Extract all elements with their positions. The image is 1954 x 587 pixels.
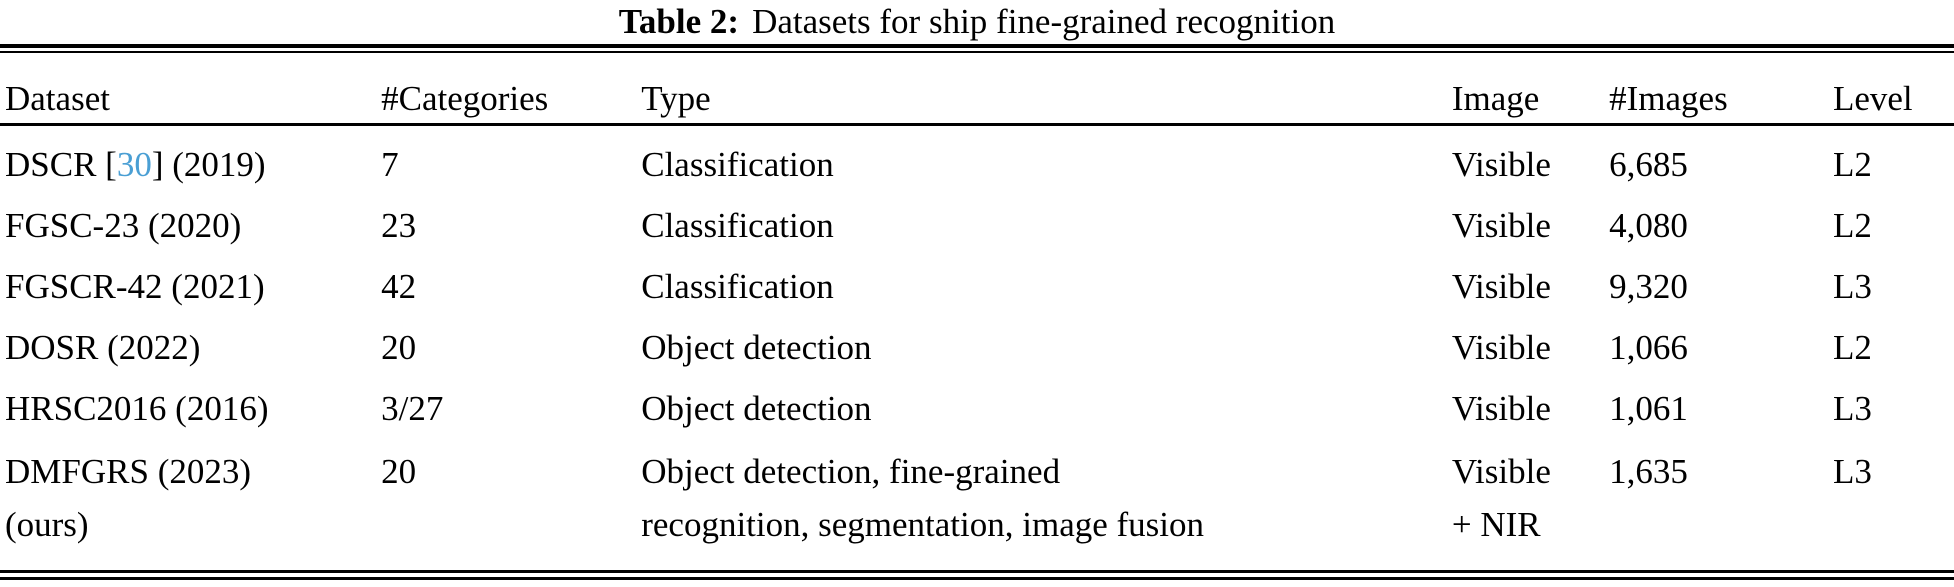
- cell-image: Visible: [1451, 267, 1551, 306]
- column-header-image: Image: [1451, 79, 1540, 118]
- cell-level: L2: [1832, 328, 1872, 367]
- cell-type: Object detection: [641, 328, 872, 367]
- cell-level: L3: [1832, 389, 1872, 428]
- cell-dataset: HRSC2016 (2016): [5, 389, 269, 428]
- cell-type: Object detection, fine-grained recogniti…: [641, 445, 1452, 551]
- dataset-name-line-1: DMFGRS (2023): [5, 452, 252, 491]
- cell-categories: 7: [381, 145, 399, 184]
- table-top-rule-lower: [0, 51, 1954, 53]
- table-row: HRSC2016 (2016) 3/27 Object detection Vi…: [0, 384, 1954, 445]
- type-line-2: recognition, segmentation, image fusion: [641, 505, 1205, 544]
- cell-images: 1,061: [1609, 389, 1688, 428]
- cell-images: 1,066: [1609, 328, 1688, 367]
- table-caption-label: Table 2:: [618, 2, 740, 41]
- table-caption-text: Datasets for ship fine-grained recogniti…: [752, 2, 1336, 41]
- table-row: DMFGRS (2023) (ours) 20 Object detection…: [0, 445, 1954, 551]
- cell-image: Visible: [1451, 206, 1551, 245]
- cell-level: L3: [1832, 452, 1872, 491]
- table-header: Dataset #Categories Type Image #Images L…: [0, 74, 1954, 123]
- cell-type: Object detection: [641, 389, 872, 428]
- dataset-name-suffix: ] (2019): [151, 145, 266, 184]
- table-bottom-rule-lower: [0, 577, 1954, 580]
- table-row: DSCR [30] (2019) 7 Classification Visibl…: [0, 140, 1954, 201]
- table-header-rule: [0, 123, 1954, 126]
- column-header-type: Type: [641, 79, 711, 118]
- table-top-rule-upper: [0, 44, 1954, 48]
- cell-image: Visible: [1451, 145, 1551, 184]
- cell-images: 6,685: [1609, 145, 1688, 184]
- column-header-images: #Images: [1609, 79, 1728, 118]
- table-row: DOSR (2022) 20 Object detection Visible …: [0, 323, 1954, 384]
- cell-dataset: DSCR [30] (2019): [0, 140, 381, 201]
- cell-images: 4,080: [1609, 206, 1688, 245]
- table-row: FGSCR-42 (2021) 42 Classification Visibl…: [0, 262, 1954, 323]
- cell-categories: 3/27: [381, 389, 444, 428]
- table-header-row: Dataset #Categories Type Image #Images L…: [0, 74, 1954, 123]
- cell-level: L2: [1832, 145, 1872, 184]
- cell-type: Classification: [641, 206, 834, 245]
- cell-images: 1,635: [1609, 452, 1688, 491]
- cell-categories: 23: [381, 206, 417, 245]
- table-caption: Table 2: Datasets for ship fine-grained r…: [0, 2, 1954, 42]
- table-body: DSCR [30] (2019) 7 Classification Visibl…: [0, 140, 1954, 551]
- cell-dataset: FGSCR-42 (2021): [5, 267, 265, 306]
- cell-type: Classification: [641, 145, 834, 184]
- cell-categories: 20: [381, 452, 417, 491]
- image-line-2: + NIR: [1451, 505, 1541, 544]
- cell-type: Classification: [641, 267, 834, 306]
- cell-categories: 20: [381, 328, 417, 367]
- cell-images: 9,320: [1609, 267, 1688, 306]
- cell-dataset: FGSC-23 (2020): [5, 206, 242, 245]
- image-line-1: Visible: [1451, 452, 1551, 491]
- table-row: FGSC-23 (2020) 23 Classification Visible…: [0, 201, 1954, 262]
- citation-link-30[interactable]: 30: [116, 145, 152, 184]
- dataset-name-line-2: (ours): [5, 505, 89, 544]
- type-line-1: Object detection, fine-grained: [641, 452, 1061, 491]
- cell-dataset: DMFGRS (2023) (ours): [0, 445, 381, 551]
- column-header-dataset: Dataset: [5, 79, 110, 118]
- cell-image: Visible: [1451, 328, 1551, 367]
- cell-dataset: DOSR (2022): [5, 328, 201, 367]
- column-header-level: Level: [1832, 79, 1913, 118]
- cell-image: Visible: [1451, 389, 1551, 428]
- dataset-name-prefix: DSCR [: [5, 145, 117, 184]
- cell-level: L3: [1832, 267, 1872, 306]
- cell-image: Visible + NIR: [1452, 445, 1609, 551]
- column-header-categories: #Categories: [381, 79, 549, 118]
- table-bottom-rule-upper: [0, 570, 1954, 573]
- cell-level: L2: [1832, 206, 1872, 245]
- cell-categories: 42: [381, 267, 417, 306]
